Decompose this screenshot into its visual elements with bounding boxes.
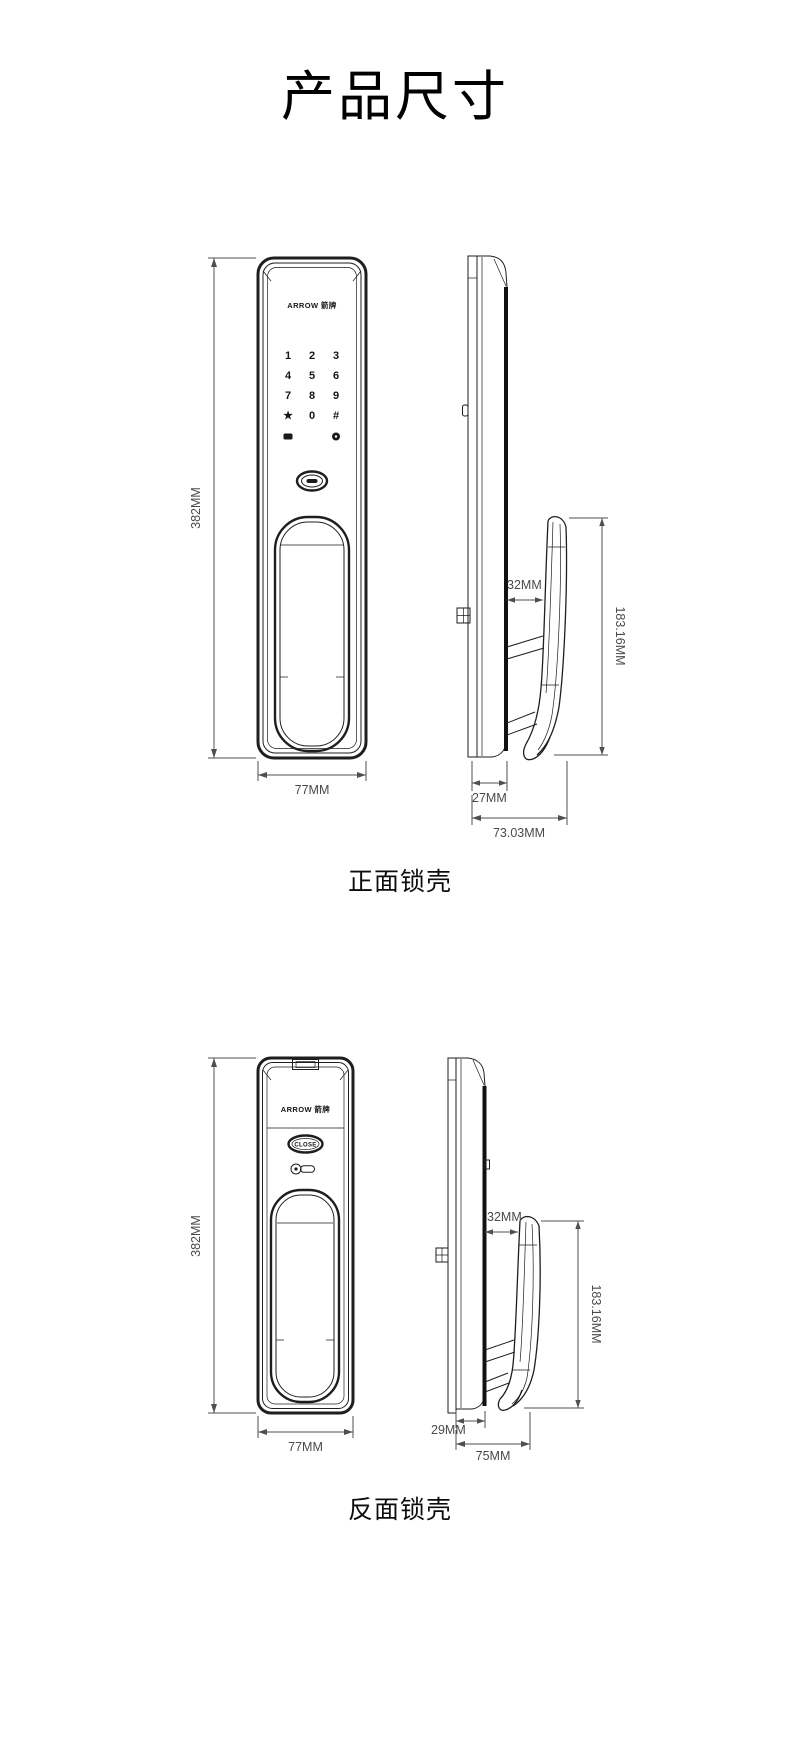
close-button-oval: CLOSE <box>287 1134 324 1154</box>
keypad-digit: 0 <box>309 410 315 422</box>
dim-width-front: 77MM <box>257 761 367 797</box>
keypad-digit: 9 <box>333 390 339 402</box>
keypad-digit: 2 <box>309 350 315 362</box>
dim-total-depth-front: 73.03MM <box>471 761 568 840</box>
dim-width-back: 77MM <box>257 1416 354 1454</box>
caption-front-lock: 正面锁壳 <box>347 868 452 896</box>
side-body-outline <box>456 1057 486 1410</box>
mounting-square <box>456 607 471 624</box>
dim-label-width-back: 77MM <box>288 1440 323 1454</box>
keypad-key-hash: # <box>333 410 339 422</box>
mounting-plate <box>467 255 478 758</box>
side-button-bump <box>484 1159 490 1170</box>
dim-label-handle-length-back: 183.16MM <box>589 1284 603 1343</box>
figure-front-lock: 382MM ARROW 箭牌 1 2 3 4 5 6 7 8 9 ★ 0 # <box>189 255 627 840</box>
figure-back-lock: 382MM ARROW 箭牌 CLOSE <box>189 1056 603 1463</box>
dim-label-handle-gap-back: 32MM <box>487 1210 522 1224</box>
side-view-drawing <box>456 255 568 761</box>
keypad-digit: 3 <box>333 350 339 362</box>
keypad-digit: 8 <box>309 390 315 402</box>
battery-cover-slot <box>292 1059 319 1070</box>
dim-height-front: 382MM <box>189 257 256 759</box>
dim-handle-gap-back: 32MM <box>485 1210 522 1235</box>
keypad-key-star: ★ <box>283 410 293 422</box>
mounting-square <box>435 1247 449 1263</box>
keypad-digit: 5 <box>309 370 315 382</box>
handle-front <box>273 515 351 753</box>
keypad-digit: 6 <box>333 370 339 382</box>
dim-label-handle-gap-front: 32MM <box>507 578 542 592</box>
sensor-oval <box>295 470 329 492</box>
keypad-digit: 7 <box>285 390 291 402</box>
thumbturn-lever-icon <box>290 1163 315 1175</box>
keypad-digit: 1 <box>285 350 291 362</box>
keypad: 1 2 3 4 5 6 7 8 9 ★ 0 # <box>283 350 340 441</box>
handle-side <box>506 516 568 761</box>
dim-label-handle-length-front: 183.16MM <box>613 606 627 665</box>
side-view-drawing-back <box>435 1057 541 1414</box>
lock-body-outline <box>256 256 368 760</box>
dim-depth-front: 27MM <box>471 761 508 805</box>
front-view-drawing: ARROW 箭牌 1 2 3 4 5 6 7 8 9 ★ 0 # <box>256 256 368 760</box>
dim-label-height-back: 382MM <box>189 1215 203 1257</box>
dim-label-total-depth-back: 75MM <box>476 1449 511 1463</box>
card-icon <box>283 433 293 440</box>
side-button-bump <box>462 404 469 417</box>
lock-body-outline <box>256 1056 355 1415</box>
handle-side <box>484 1215 541 1411</box>
dim-height-back: 382MM <box>189 1057 256 1414</box>
dim-handle-length-front: 183.16MM <box>554 517 627 756</box>
handle-back <box>269 1188 341 1404</box>
dim-label-width-front: 77MM <box>295 783 330 797</box>
dim-label-depth-back: 29MM <box>431 1423 466 1437</box>
keypad-digit: 4 <box>285 370 292 382</box>
close-label: CLOSE <box>294 1143 316 1149</box>
dim-depth-back: 29MM <box>431 1411 486 1437</box>
dim-label-height-front: 382MM <box>189 487 203 529</box>
page-title: 产品尺寸 <box>281 67 509 127</box>
dim-label-depth-front: 27MM <box>472 791 507 805</box>
caption-back-lock: 反面锁壳 <box>347 1496 452 1524</box>
dim-handle-gap-front: 32MM <box>507 578 543 603</box>
brand-logo-text: ARROW 箭牌 <box>281 1104 331 1114</box>
back-view-drawing: ARROW 箭牌 CLOSE <box>256 1056 355 1415</box>
dim-handle-length-back: 183.16MM <box>524 1220 603 1409</box>
dim-total-depth-back: 75MM <box>455 1412 531 1463</box>
mounting-plate <box>447 1057 457 1414</box>
brand-logo-text: ARROW 箭牌 <box>287 300 337 310</box>
dim-label-total-depth-front: 73.03MM <box>493 826 545 840</box>
side-body-outline <box>477 255 508 758</box>
